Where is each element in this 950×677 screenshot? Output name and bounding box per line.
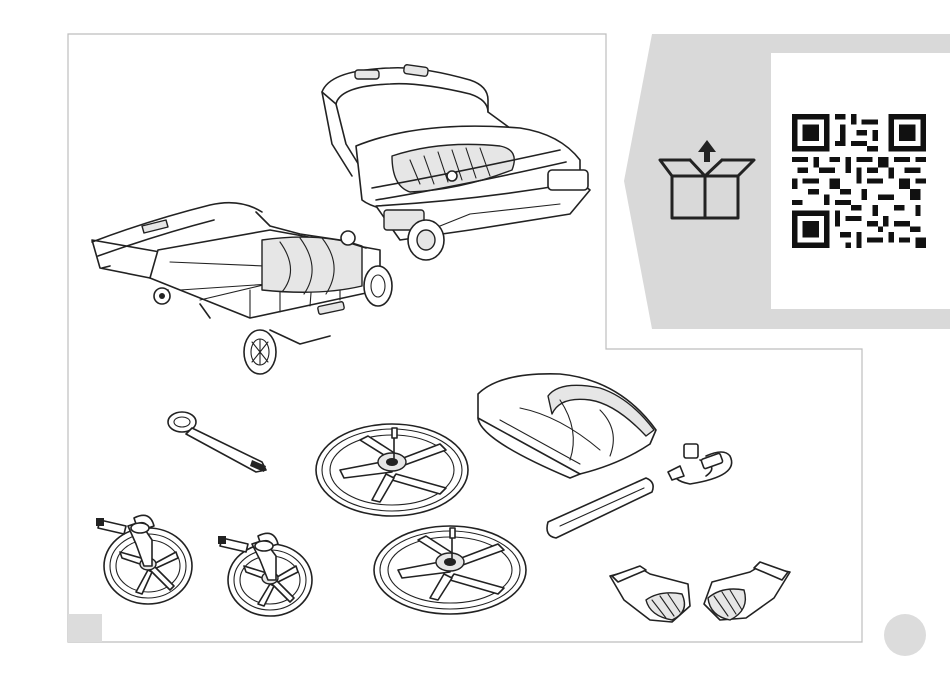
qr-code[interactable] <box>792 114 926 248</box>
corner-marker <box>68 614 102 642</box>
canopy-cover <box>478 374 656 478</box>
swivel-front-wheel-right <box>218 533 312 616</box>
swivel-front-wheel-left <box>96 515 192 604</box>
handlebar-strap <box>168 412 266 472</box>
rear-wheel-large-2 <box>374 526 526 614</box>
bumper-bar <box>547 478 653 538</box>
rear-wheel-large <box>316 424 468 516</box>
page-indicator-dot <box>884 614 926 656</box>
cable-lock <box>668 444 732 484</box>
car-seat-adapter-right <box>704 562 790 620</box>
folded-seat-unit <box>322 64 590 260</box>
car-seat-adapter-left <box>610 566 690 622</box>
folded-stroller-chassis <box>92 203 392 374</box>
